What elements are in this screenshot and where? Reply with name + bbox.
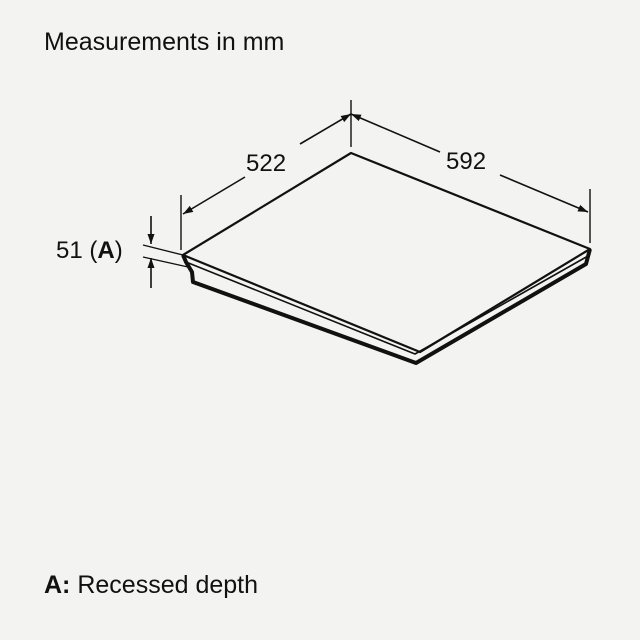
legend-footnote: A: Recessed depth: [44, 571, 258, 600]
legend-text: Recessed depth: [70, 571, 259, 599]
depth-dimension-line-a: [182, 176, 246, 215]
width-dimension-line-b: [499, 174, 589, 213]
hob-top-surface: [181, 151, 592, 354]
extension-line-height-bottom: [142, 256, 189, 268]
depth-dimension-label: 522: [246, 150, 286, 177]
page-title: Measurements in mm: [44, 28, 285, 56]
hob-side-edge: [185, 255, 589, 355]
width-dimension-line-a: [350, 113, 441, 153]
width-dimension-label: 592: [446, 148, 486, 175]
extension-line-height-top: [142, 244, 184, 256]
height-dimension-label: 51 (A): [56, 237, 123, 264]
legend-key: A:: [44, 571, 71, 599]
depth-dimension-line-b: [299, 113, 352, 145]
